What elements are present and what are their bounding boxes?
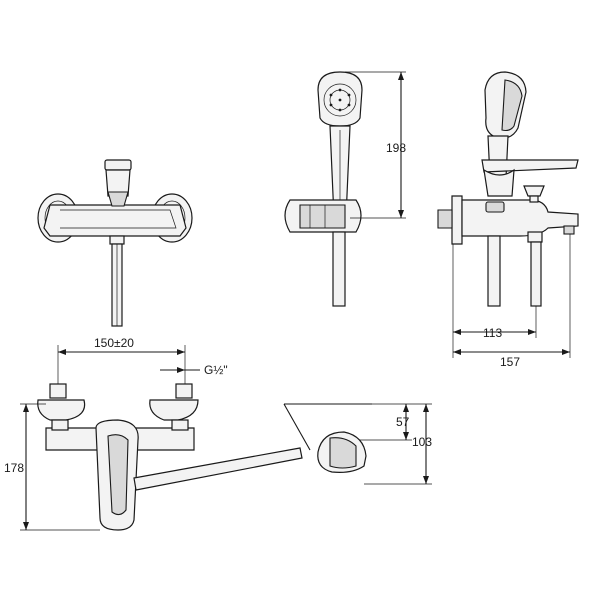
dim-157-label: 157 bbox=[500, 355, 520, 369]
dim-57-label: 57 bbox=[396, 415, 410, 429]
front-view-mixer bbox=[37, 159, 193, 327]
dim-150-label: 150±20 bbox=[94, 336, 134, 350]
dim-113-label: 113 bbox=[483, 326, 502, 340]
dim-178-label: 178 bbox=[4, 461, 24, 475]
spray-nozzles bbox=[329, 88, 351, 112]
installation-view bbox=[20, 345, 432, 531]
side-view-mixer bbox=[437, 71, 579, 358]
dim-103-label: 103 bbox=[412, 435, 432, 449]
hand-shower-view bbox=[284, 71, 406, 307]
dim-198-label: 198 bbox=[386, 141, 406, 155]
dim-thread-label: G½" bbox=[204, 363, 228, 377]
